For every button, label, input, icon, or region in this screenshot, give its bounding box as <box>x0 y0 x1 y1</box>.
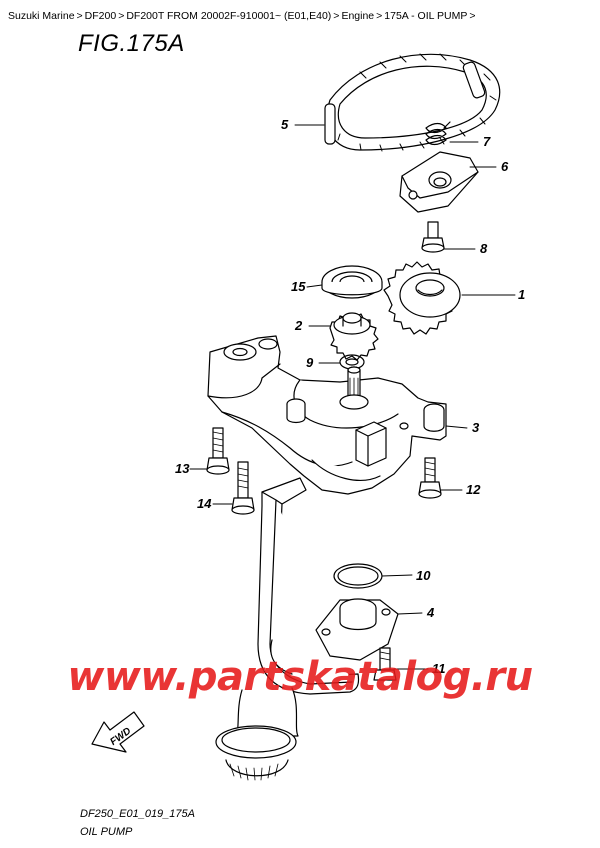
callout-8[interactable]: 8 <box>480 241 488 256</box>
bolt-11-part[interactable] <box>373 647 397 681</box>
diagram-code: DF250_E01_019_175A <box>80 808 195 820</box>
chain-part[interactable] <box>324 53 501 152</box>
breadcrumb-item-current: 175A - OIL PUMP <box>384 10 468 22</box>
watermark: www.partskatalog.ru <box>67 654 533 700</box>
callout-7[interactable]: 7 <box>483 134 491 149</box>
callout-3[interactable]: 3 <box>472 420 480 435</box>
driven-sprocket-part[interactable] <box>383 261 461 335</box>
leader-lines <box>189 124 516 670</box>
breadcrumb-item-group[interactable]: Engine <box>341 10 375 22</box>
breadcrumb-item-variant[interactable]: DF200T FROM 20002F-910001~ (E01,E40) <box>126 10 332 22</box>
drive-sprocket-part[interactable] <box>329 312 379 361</box>
oil-seal-part[interactable] <box>321 265 383 299</box>
bolt-13-part[interactable] <box>206 427 230 475</box>
oil-pump-part[interactable] <box>207 335 447 495</box>
callout-13[interactable]: 13 <box>175 461 190 476</box>
callout-5[interactable]: 5 <box>281 117 289 132</box>
bolt-14-part[interactable] <box>231 461 255 515</box>
callout-2[interactable]: 2 <box>294 318 303 333</box>
callout-1[interactable]: 1 <box>518 287 525 302</box>
breadcrumb-separator: > <box>76 10 83 22</box>
breadcrumb-item-brand[interactable]: Suzuki Marine <box>8 10 75 22</box>
callout-15[interactable]: 15 <box>291 279 306 294</box>
breadcrumb: Suzuki Marine>DF200>DF200T FROM 20002F-9… <box>8 10 598 22</box>
figure-title: FIG.175A <box>78 30 185 57</box>
chain-tensioner-part[interactable] <box>399 151 479 213</box>
bolt-12-part[interactable] <box>418 457 442 499</box>
breadcrumb-separator: > <box>376 10 383 22</box>
breadcrumb-separator: > <box>469 10 476 22</box>
spring-part[interactable] <box>425 121 451 146</box>
breadcrumb-separator: > <box>118 10 125 22</box>
callout-10[interactable]: 10 <box>416 568 431 583</box>
callout-14[interactable]: 14 <box>197 496 212 511</box>
callout-9[interactable]: 9 <box>306 355 314 370</box>
callout-6[interactable]: 6 <box>501 159 509 174</box>
bolt-8-part[interactable] <box>421 221 445 253</box>
breadcrumb-item-model[interactable]: DF200 <box>84 10 117 22</box>
fwd-arrow-icon <box>91 711 145 753</box>
callout-11[interactable]: 11 <box>432 661 446 676</box>
callout-12[interactable]: 12 <box>466 482 481 497</box>
oil-strainer-part[interactable] <box>315 598 399 661</box>
diagram-name: OIL PUMP <box>80 826 133 838</box>
breadcrumb-separator: > <box>333 10 340 22</box>
o-ring-part[interactable] <box>333 563 383 589</box>
callout-4[interactable]: 4 <box>426 605 435 620</box>
